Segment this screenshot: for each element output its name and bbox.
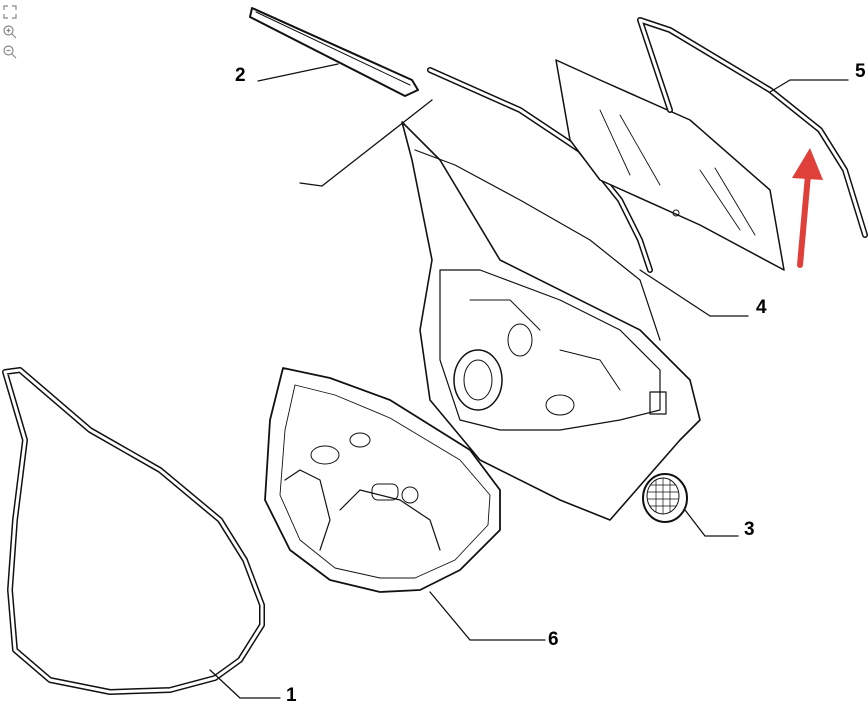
glass-pane bbox=[555, 59, 785, 271]
callout-6: 6 bbox=[548, 629, 559, 650]
viewer-toolbar bbox=[2, 4, 18, 60]
leader-line-frame bbox=[299, 99, 433, 187]
part-5-run-channel bbox=[637, 17, 868, 238]
fit-to-window-icon[interactable] bbox=[2, 4, 18, 20]
zoom-in-icon[interactable] bbox=[2, 24, 18, 40]
callout-5: 5 bbox=[855, 61, 866, 82]
zoom-out-icon[interactable] bbox=[2, 44, 18, 60]
callout-2: 2 bbox=[235, 65, 246, 86]
door-shell bbox=[401, 121, 701, 521]
part-1-door-seal bbox=[2, 367, 281, 699]
part-3-speaker-grille bbox=[642, 473, 739, 537]
part-2-channel-strip bbox=[249, 7, 419, 97]
red-arrow-icon bbox=[792, 148, 823, 268]
callout-1: 1 bbox=[286, 685, 297, 706]
callout-4: 4 bbox=[756, 297, 767, 318]
part-6-trim-panel bbox=[264, 367, 546, 641]
callout-3: 3 bbox=[744, 519, 755, 540]
